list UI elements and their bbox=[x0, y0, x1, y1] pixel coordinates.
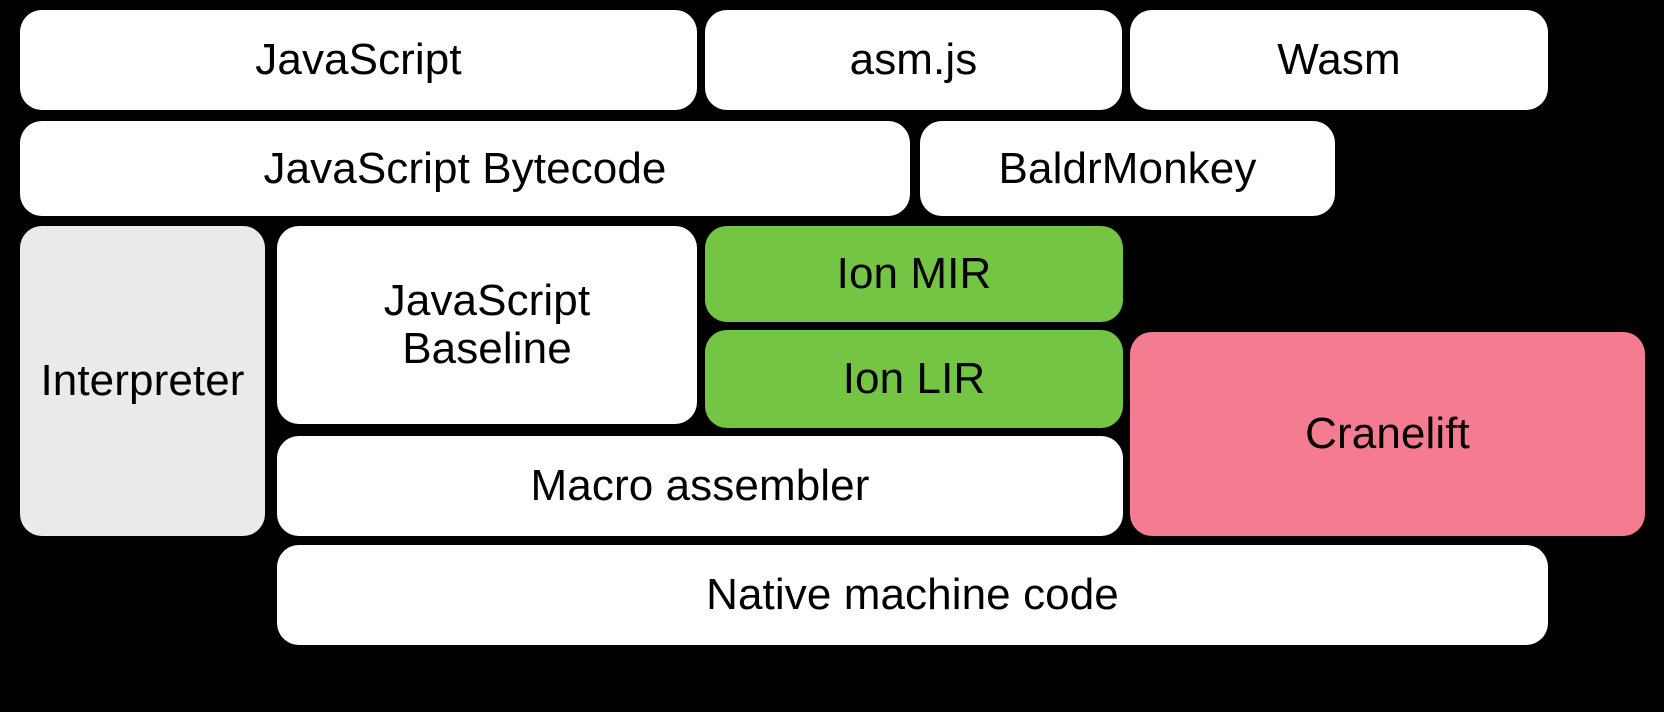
node-baldrmonkey[interactable]: BaldrMonkey bbox=[920, 121, 1335, 216]
node-javascript[interactable]: JavaScript bbox=[20, 10, 697, 110]
node-ion-lir[interactable]: Ion LIR bbox=[705, 330, 1123, 428]
node-macro-assembler[interactable]: Macro assembler bbox=[277, 436, 1123, 536]
node-asm-js[interactable]: asm.js bbox=[705, 10, 1122, 110]
node-javascript-baseline[interactable]: JavaScript Baseline bbox=[277, 226, 697, 424]
node-wasm[interactable]: Wasm bbox=[1130, 10, 1548, 110]
node-cranelift[interactable]: Cranelift bbox=[1130, 332, 1645, 536]
node-javascript-bytecode[interactable]: JavaScript Bytecode bbox=[20, 121, 910, 216]
node-ion-mir[interactable]: Ion MIR bbox=[705, 226, 1123, 322]
node-interpreter[interactable]: Interpreter bbox=[20, 226, 265, 536]
node-native-machine-code[interactable]: Native machine code bbox=[277, 545, 1548, 645]
